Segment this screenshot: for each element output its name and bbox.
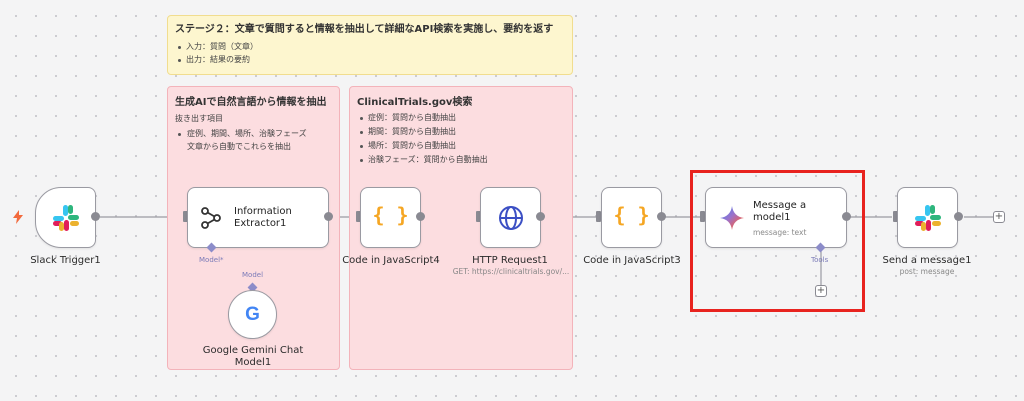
search-note-item: 場所：質問から自動抽出 — [368, 141, 456, 150]
http-request-node[interactable] — [480, 187, 541, 248]
message-model-output-port[interactable] — [842, 212, 851, 221]
code-js3-node[interactable]: { } — [601, 187, 662, 248]
information-extractor-node[interactable]: Information Extractor1 — [187, 187, 329, 248]
gemini-label-line1: Google Gemini Chat — [202, 345, 304, 356]
send-input-port[interactable] — [893, 211, 898, 222]
search-note-title: ClinicalTrials.gov検索 — [357, 97, 473, 108]
extract-note-item: 症例、期間、場所、治験フェーズ — [187, 129, 307, 138]
extract-note-item-cont: 文章から自動でこれらを抽出 — [187, 142, 291, 151]
http-input-port[interactable] — [476, 211, 481, 222]
slack-icon — [53, 205, 79, 231]
search-note-bullet — [360, 117, 363, 120]
search-note-bullet — [360, 131, 363, 134]
http-request-sub: GET: https://clinicaltrials.gov/... — [452, 267, 570, 276]
add-node-button[interactable]: + — [993, 211, 1005, 223]
slack-trigger-output-port[interactable] — [91, 212, 100, 221]
code3-output-port[interactable] — [657, 212, 666, 221]
code4-input-port[interactable] — [356, 211, 361, 222]
code4-output-port[interactable] — [416, 212, 425, 221]
stage-note-title: ステージ２：文章で質問すると情報を抽出して詳細なAPI検索を実施し、要約を返す — [175, 24, 554, 35]
code-js4-label: Code in JavaScript4 — [342, 255, 440, 266]
trigger-bolt-icon — [13, 210, 23, 224]
gemini-connector-label: Model — [242, 271, 264, 279]
search-note-item: 治験フェーズ：質問から自動抽出 — [368, 155, 488, 164]
http-output-port[interactable] — [536, 212, 545, 221]
gemini-label-line2: Model1 — [234, 357, 272, 368]
message-model-sub: message: text — [753, 228, 807, 237]
message-model-node[interactable]: Message a model1 message: text — [705, 187, 847, 248]
gemini-chat-model-node[interactable]: G — [228, 290, 277, 339]
code-js3-label: Code in JavaScript3 — [583, 255, 681, 266]
extract-note-bullet — [178, 133, 181, 136]
extractor-title-line2: Extractor1 — [234, 218, 287, 229]
stage-note-bullet — [178, 59, 181, 62]
extractor-input-port[interactable] — [183, 211, 188, 222]
http-request-label: HTTP Request1 — [472, 255, 548, 266]
highlight-box — [690, 170, 865, 312]
send-message-label: Send a message1 — [882, 255, 972, 266]
message-model-input-port[interactable] — [700, 211, 705, 222]
tools-port-label: Tools — [811, 256, 829, 264]
search-note-bullet — [360, 145, 363, 148]
code-js4-node[interactable]: { } — [360, 187, 421, 248]
message-model-title-line2: model1 — [753, 212, 791, 223]
search-note-item: 期間：質問から自動抽出 — [368, 127, 456, 136]
code3-input-port[interactable] — [596, 211, 601, 222]
send-output-port[interactable] — [954, 212, 963, 221]
message-model-title-line1: Message a — [753, 200, 807, 211]
send-message-sub: post: message — [899, 267, 955, 276]
search-note-bullet — [360, 159, 363, 162]
slack-trigger-node[interactable] — [35, 187, 96, 248]
globe-icon — [499, 206, 523, 230]
extract-note-title: 生成AIで自然言語から情報を抽出 — [175, 97, 327, 108]
extract-note-subtitle: 抜き出す項目 — [175, 114, 223, 123]
extractor-output-port[interactable] — [324, 212, 333, 221]
add-tool-button[interactable]: + — [815, 285, 827, 297]
send-message-node[interactable] — [897, 187, 958, 248]
google-g-icon: G — [245, 304, 260, 325]
stage-note-item: 出力：結果の要約 — [186, 55, 250, 64]
extractor-network-icon — [201, 207, 221, 229]
stage-note[interactable] — [167, 15, 573, 75]
extractor-model-port-label: Model* — [199, 256, 224, 264]
braces-icon: { } — [613, 203, 650, 227]
gemini-sparkle-icon — [720, 206, 744, 230]
stage-note-item: 入力：質問（文章） — [186, 42, 258, 51]
stage-note-bullet — [178, 46, 181, 49]
slack-icon — [915, 205, 941, 231]
slack-trigger-label: Slack Trigger1 — [30, 255, 101, 266]
search-note-item: 症例：質問から自動抽出 — [368, 113, 456, 122]
extractor-title-line1: Information — [234, 206, 292, 217]
braces-icon: { } — [372, 203, 409, 227]
